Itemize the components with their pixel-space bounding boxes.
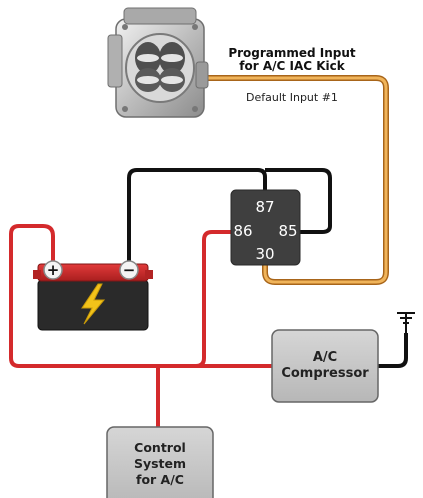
lightning-bolt-icon [81, 283, 106, 325]
red-wire [9, 224, 272, 428]
compressor-label-line1: A/C [313, 350, 337, 365]
control-label-line2: System [134, 456, 186, 471]
battery-positive-terminal: + [47, 261, 60, 279]
control-label-line1: Control [134, 440, 186, 455]
black-wire-ground [378, 333, 408, 368]
input-title-line1: Programmed Input [228, 46, 356, 60]
black-wire-negative [127, 168, 267, 262]
relay: 87 86 85 30 [230, 189, 301, 266]
battery: + − [33, 260, 153, 331]
relay-pin-86: 86 [233, 222, 252, 240]
battery-negative-terminal: − [123, 261, 136, 279]
control-system-box: Control System for A/C [106, 426, 214, 498]
relay-pin-85: 85 [278, 222, 297, 240]
input-subtitle: Default Input #1 [246, 91, 338, 104]
input-title-line2: for A/C IAC Kick [239, 59, 345, 73]
relay-pin-87: 87 [255, 198, 274, 216]
relay-pin-30: 30 [255, 245, 274, 263]
compressor-label-line2: Compressor [281, 366, 369, 381]
ground-symbol-icon [397, 312, 415, 333]
control-label-line3: for A/C [136, 472, 184, 487]
black-wire-85 [265, 168, 332, 234]
ac-compressor-box: A/C Compressor [271, 329, 379, 403]
throttle-body-image [107, 7, 209, 118]
